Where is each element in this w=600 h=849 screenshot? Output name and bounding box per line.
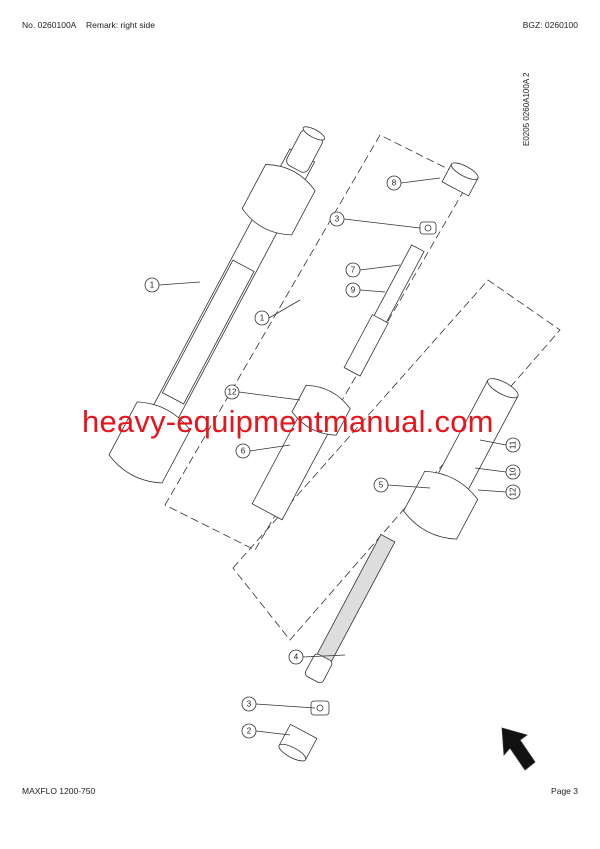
- svg-text:12: 12: [509, 487, 518, 496]
- svg-text:6: 6: [241, 447, 246, 456]
- callout-5: 5: [373, 477, 389, 493]
- page-number: Page 3: [551, 786, 578, 796]
- svg-text:5: 5: [379, 481, 384, 490]
- watermark: heavy-equipmentmanual.com: [82, 404, 494, 439]
- callout-11: 11: [505, 437, 521, 453]
- document-number: No. 0260100A: [22, 20, 77, 30]
- shaft-assembly-1: [108, 126, 326, 484]
- svg-text:1: 1: [260, 314, 265, 323]
- yoke-2: [278, 723, 318, 762]
- callout-8: 8: [386, 175, 402, 191]
- callout-9: 9: [345, 282, 361, 298]
- callout-7: 7: [345, 262, 361, 278]
- svg-text:12: 12: [228, 388, 237, 397]
- group-outline-2: [232, 279, 561, 641]
- svg-text:10: 10: [509, 467, 518, 476]
- yoke-8: [441, 162, 479, 197]
- svg-text:4: 4: [294, 653, 299, 662]
- callout-6: 6: [235, 443, 251, 459]
- svg-text:3: 3: [247, 700, 252, 709]
- cross-journal-3b: [310, 700, 330, 716]
- svg-text:7: 7: [351, 266, 356, 275]
- svg-text:11: 11: [509, 440, 518, 449]
- callout-3b: 3: [241, 696, 257, 712]
- profile-tube-4: [304, 533, 396, 684]
- outer-tube-5-10-11-12: [403, 378, 519, 540]
- callout-1b: 1: [254, 310, 270, 326]
- svg-text:1: 1: [150, 281, 155, 290]
- svg-text:3: 3: [335, 215, 340, 224]
- direction-arrow-icon: [501, 727, 536, 771]
- callout-12b: 12: [505, 484, 521, 500]
- svg-text:9: 9: [351, 286, 356, 295]
- callout-3: 3: [329, 211, 345, 227]
- callout-1: 1: [144, 277, 160, 293]
- inner-tube-7-9: [343, 244, 425, 377]
- cross-journal-3: [419, 221, 437, 235]
- model-name: MAXFLO 1200-750: [22, 786, 96, 796]
- callout-12: 12: [224, 384, 240, 400]
- svg-text:2: 2: [247, 727, 252, 736]
- guard-tube-6: [251, 384, 351, 521]
- leader-lines: [158, 177, 507, 736]
- bgz-number: BGZ: 0260100: [522, 20, 578, 30]
- callout-10: 10: [505, 464, 521, 480]
- callout-2: 2: [241, 723, 257, 739]
- remark: Remark: right side: [86, 20, 155, 30]
- callout-4: 4: [288, 649, 304, 665]
- svg-text:8: 8: [392, 179, 397, 188]
